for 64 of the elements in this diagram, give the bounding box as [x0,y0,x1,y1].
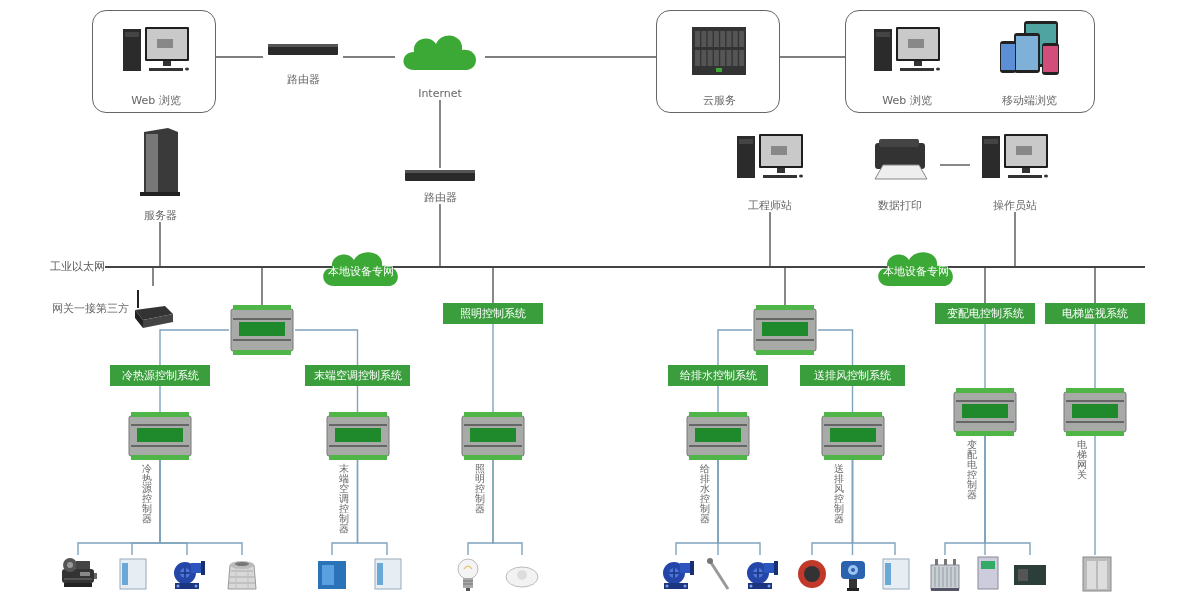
connector-line [817,329,854,366]
connector-line [784,266,786,306]
connector-line [984,323,986,389]
connector-line [851,385,854,413]
system-label: 给排水控制系统 [668,365,768,386]
group-frame [845,10,1095,113]
node-label: 数据打印 [877,199,923,212]
node-label: Internet [417,87,463,100]
connector-line [1014,211,1016,268]
node-label: Web 浏览 [130,94,182,107]
connector-line [356,459,388,556]
connector-line [492,266,494,304]
connector-line [492,459,523,556]
node-label: 路由器 [285,73,321,86]
system-label: 照明控制系统 [443,303,543,324]
connector-line [159,329,230,366]
connector-line [439,203,441,268]
controller-label: 送排风控制器 [833,464,845,524]
controller-label: 变配电控制器 [966,440,977,500]
system-label: 电梯监视系统 [1045,303,1145,324]
connector-line [159,459,243,556]
system-label: 变配电控制系统 [935,303,1035,324]
group-frame [656,10,780,113]
connector-line [717,329,753,366]
connector-line [215,56,264,58]
group-frame [92,10,216,113]
connector-line [1094,266,1096,304]
controller-label: 照明控制器 [474,464,485,514]
controller-label: 给排水控制器 [699,464,710,524]
system-label: 送排风控制系统 [800,365,905,386]
system-label: 冷热源控制系统 [110,365,210,386]
node-label: Web 浏览 [881,94,933,107]
connector-line [717,459,761,556]
connector-line [342,56,396,58]
connector-line [1094,323,1096,389]
connector-line [261,266,263,306]
connector-line [851,459,896,556]
node-label: 云服务 [701,94,737,107]
node-label: 网关一接第三方 [52,302,129,315]
connector-line [717,385,719,413]
connector-line [484,56,657,58]
network-label: 工业以太网 [50,259,105,274]
connector-line [939,164,971,166]
connector-line [984,435,1031,556]
node-label: 工程师站 [747,199,793,212]
controller-label: 电梯网关 [1076,440,1087,480]
node-label: 移动端浏览 [1000,94,1058,107]
controller-label: 冷热源控制器 [141,464,152,524]
connector-line [1094,435,1096,556]
node-label: 服务器 [142,209,178,222]
node-label: 路由器 [422,191,458,204]
system-label: 末端空调控制系统 [305,365,410,386]
connector-line [439,99,441,169]
connector-line [159,221,161,268]
connector-line [984,266,986,304]
connector-line [769,211,771,268]
connector-line [152,266,154,287]
controller-label: 末端空调控制器 [338,464,350,534]
connector-line [294,329,359,366]
connector-line [492,323,494,413]
connector-line [779,56,846,58]
connector-line [356,385,359,413]
node-label: 操作员站 [992,199,1038,212]
connector-line [159,385,161,413]
